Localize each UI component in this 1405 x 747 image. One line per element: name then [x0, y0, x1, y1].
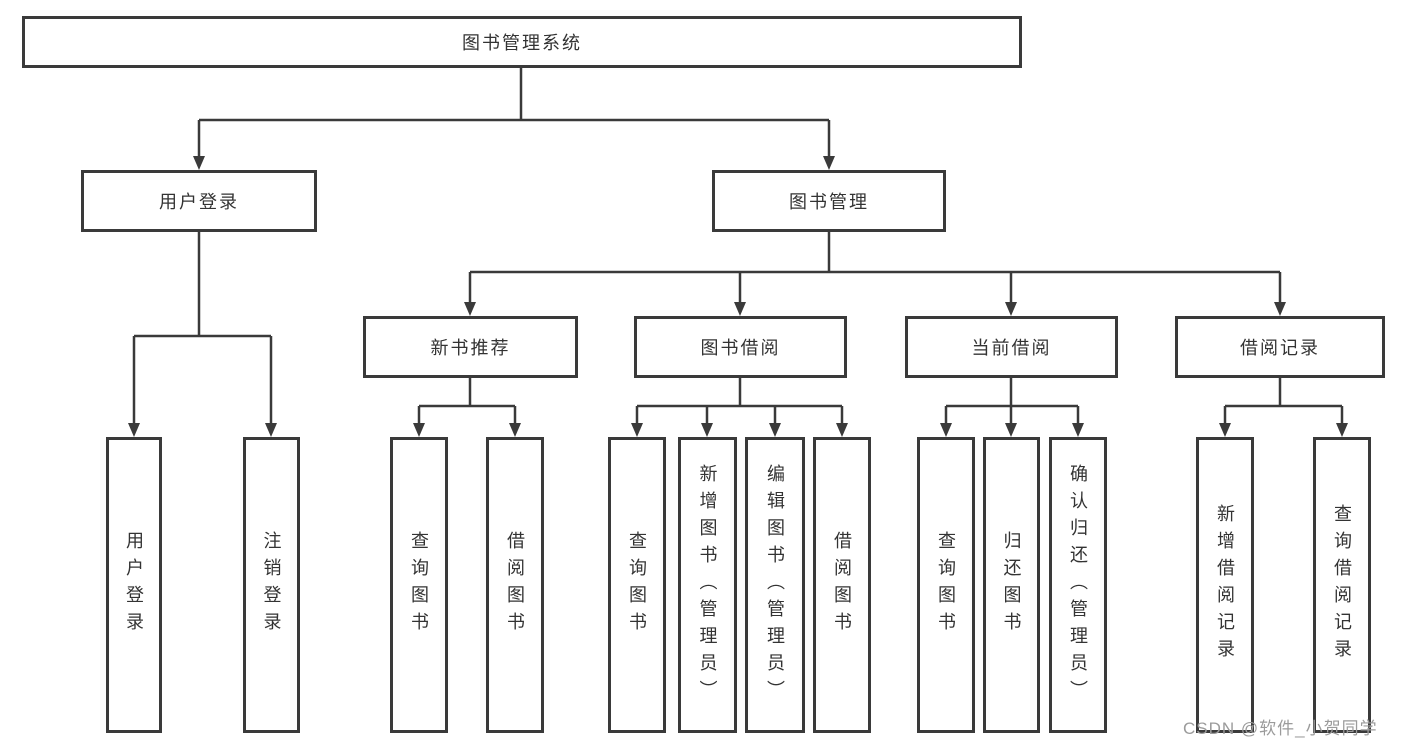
- node-user-login-label: 用户登录: [159, 192, 239, 212]
- node-book-management-label: 图书管理: [789, 192, 869, 212]
- leaf-borrow-query-books: 查询图书: [608, 437, 666, 733]
- leaf-recommend-query-books-label: 查询图书: [409, 531, 429, 639]
- node-book-borrow-label: 图书借阅: [700, 338, 781, 358]
- leaf-borrow-borrow-books-label: 借阅图书: [832, 531, 852, 639]
- node-borrow-records: 借阅记录: [1175, 316, 1385, 378]
- leaf-user-login: 用户登录: [106, 437, 162, 733]
- leaf-logout: 注销登录: [243, 437, 300, 733]
- leaf-records-query-record-label: 查询借阅记录: [1332, 504, 1352, 666]
- node-current-borrow: 当前借阅: [905, 316, 1118, 378]
- leaf-borrow-borrow-books: 借阅图书: [813, 437, 871, 733]
- leaf-records-add-record: 新增借阅记录: [1196, 437, 1254, 733]
- node-current-borrow-label: 当前借阅: [971, 338, 1052, 358]
- leaf-current-return-books: 归还图书: [983, 437, 1040, 733]
- leaf-recommend-borrow-books-label: 借阅图书: [505, 531, 525, 639]
- node-root-label: 图书管理系统: [462, 33, 582, 53]
- leaf-logout-label: 注销登录: [261, 531, 282, 639]
- leaf-records-query-record: 查询借阅记录: [1313, 437, 1371, 733]
- leaf-borrow-add-books: 新增图书（管理员）: [678, 437, 737, 733]
- leaf-records-add-record-label: 新增借阅记录: [1215, 504, 1235, 666]
- node-book-borrow: 图书借阅: [634, 316, 847, 378]
- node-new-book-recommend-label: 新书推荐: [430, 338, 511, 358]
- leaf-user-login-label: 用户登录: [124, 531, 144, 639]
- leaf-borrow-add-books-label: 新增图书（管理员）: [697, 463, 718, 707]
- leaf-borrow-edit-books-label: 编辑图书（管理员）: [765, 463, 785, 707]
- node-user-login: 用户登录: [81, 170, 317, 232]
- leaf-borrow-query-books-label: 查询图书: [627, 531, 647, 639]
- leaf-current-query-books: 查询图书: [917, 437, 975, 733]
- leaf-current-query-books-label: 查询图书: [936, 531, 956, 639]
- watermark: CSDN @软件_小贺同学: [1183, 719, 1378, 738]
- leaf-current-confirm-return-label: 确认归还（管理员）: [1068, 463, 1088, 707]
- leaf-borrow-edit-books: 编辑图书（管理员）: [745, 437, 805, 733]
- node-borrow-records-label: 借阅记录: [1240, 338, 1320, 358]
- node-root: 图书管理系统: [22, 16, 1022, 68]
- leaf-current-return-books-label: 归还图书: [1001, 531, 1022, 639]
- node-book-management: 图书管理: [712, 170, 946, 232]
- leaf-current-confirm-return: 确认归还（管理员）: [1049, 437, 1107, 733]
- leaf-recommend-query-books: 查询图书: [390, 437, 448, 733]
- node-new-book-recommend: 新书推荐: [363, 316, 578, 378]
- leaf-recommend-borrow-books: 借阅图书: [486, 437, 544, 733]
